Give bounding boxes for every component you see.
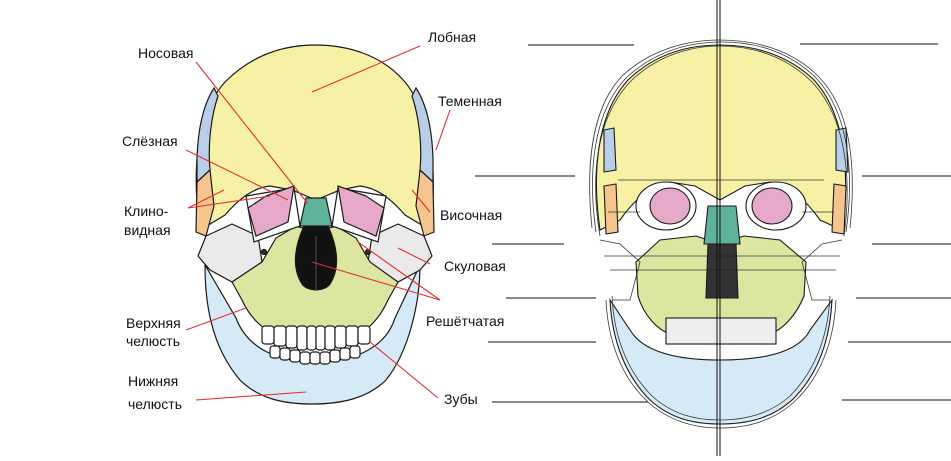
label-maxilla-2: челюсть	[126, 333, 180, 349]
label-sphenoid-2: видная	[124, 222, 171, 238]
label-mandible-2: челюсть	[128, 396, 182, 412]
nasal-bone-copy	[703, 205, 741, 245]
guide-lines	[716, 0, 721, 456]
label-lacrimal: Слёзная	[122, 133, 178, 149]
label-maxilla-1: Верхняя	[126, 315, 181, 331]
label-frontal: Лобная	[428, 29, 476, 45]
sphenoid-bone-left-copy	[603, 183, 619, 235]
nasal-cavity-copy	[705, 243, 739, 299]
parietal-bone-left-copy	[603, 127, 617, 173]
label-parietal: Теменная	[438, 93, 502, 109]
answer-blanks	[475, 43, 951, 403]
upper-teeth	[261, 325, 371, 351]
lacrimal-bone-right-copy	[751, 187, 793, 225]
frontal-bone-copy	[595, 44, 847, 231]
lacrimal-bone-left-copy	[649, 187, 691, 225]
label-nasal: Носовая	[138, 45, 194, 61]
mandible-bone-copy	[609, 298, 833, 425]
label-ethmoid: Решётчатая	[426, 313, 504, 329]
lacrimal-bone-right	[337, 185, 385, 237]
teeth-row-copy	[665, 317, 777, 345]
lower-teeth	[269, 345, 361, 365]
leader-lines	[185, 45, 451, 401]
unlabeled-skull	[595, 44, 849, 425]
label-sphenoid-1: Клино-	[124, 203, 169, 219]
labels: Лобная Носовая Теменная Слёзная Клино- в…	[122, 29, 506, 412]
label-mandible-1: Нижняя	[128, 373, 178, 389]
label-teeth: Зубы	[444, 391, 478, 407]
temporal-bone-right-copy	[831, 183, 847, 235]
temporal-bone-right	[415, 168, 435, 237]
sphenoid-bone-left	[195, 168, 215, 237]
nasal-bone	[299, 197, 333, 227]
labeled-skull	[195, 44, 435, 405]
label-temporal: Височная	[440, 207, 502, 223]
label-zygomatic: Скуловая	[444, 258, 506, 274]
lacrimal-bone-left	[247, 185, 295, 237]
